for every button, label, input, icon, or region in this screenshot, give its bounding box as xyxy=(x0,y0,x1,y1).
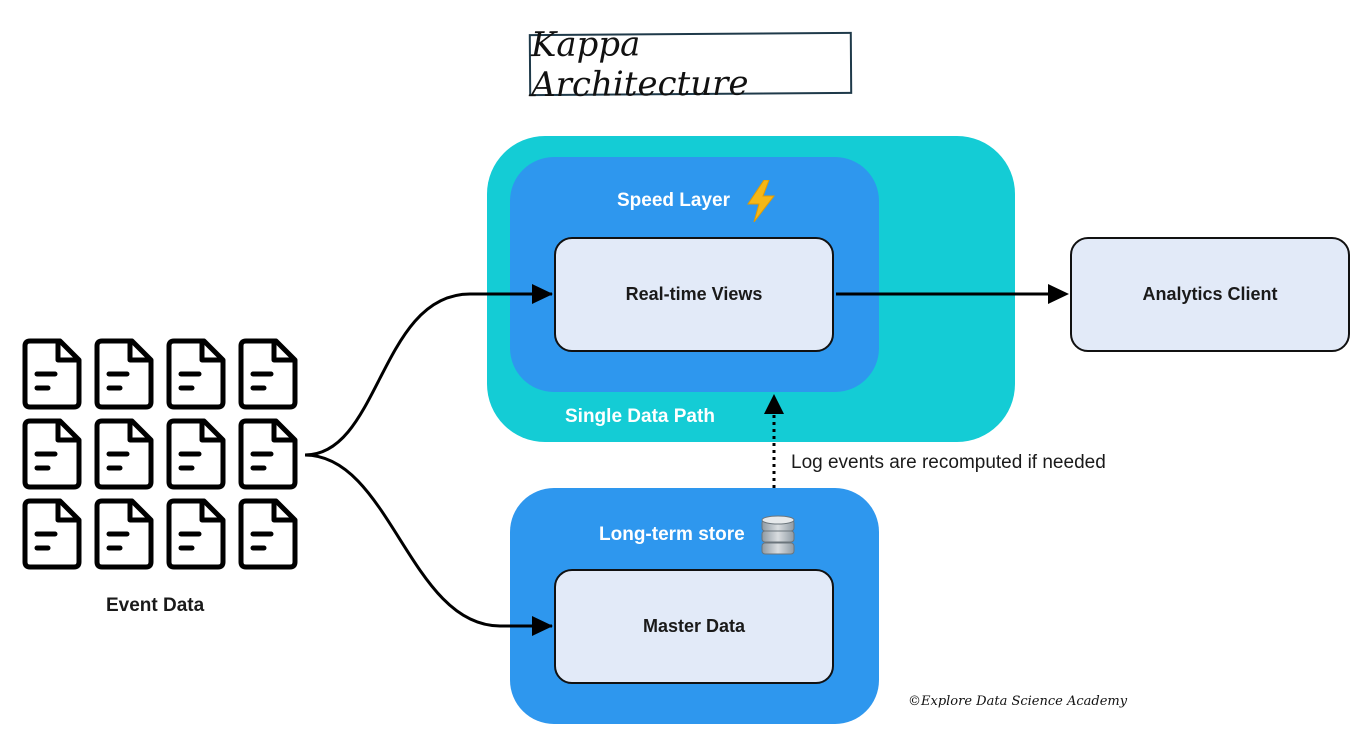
document-icon xyxy=(22,498,82,570)
document-icon xyxy=(94,498,154,570)
document-icon xyxy=(166,498,226,570)
lightning-icon xyxy=(747,180,776,222)
document-icon xyxy=(166,418,226,490)
document-icon xyxy=(166,338,226,410)
credit-signature: ©Explore Data Science Academy xyxy=(908,694,1128,709)
database-icon xyxy=(761,515,795,555)
diagram-title: Kappa Architecture xyxy=(528,24,853,105)
document-icon xyxy=(94,418,154,490)
document-icon xyxy=(238,338,298,410)
speed-layer-label: Speed Layer xyxy=(617,190,730,211)
long-term-store-label: Long-term store xyxy=(599,524,745,545)
event-data-label: Event Data xyxy=(106,595,205,616)
realtime-to-client-arrowhead xyxy=(1048,284,1069,304)
document-icon xyxy=(94,338,154,410)
single-data-path-label: Single Data Path xyxy=(565,406,715,427)
recompute-note: Log events are recomputed if needed xyxy=(791,452,1106,473)
real-time-views-node: Real-time Views xyxy=(554,237,834,352)
document-icon xyxy=(238,498,298,570)
document-icon xyxy=(238,418,298,490)
master-data-node: Master Data xyxy=(554,569,834,684)
analytics-client-node: Analytics Client xyxy=(1070,237,1350,352)
document-icon xyxy=(22,338,82,410)
document-icon xyxy=(22,418,82,490)
